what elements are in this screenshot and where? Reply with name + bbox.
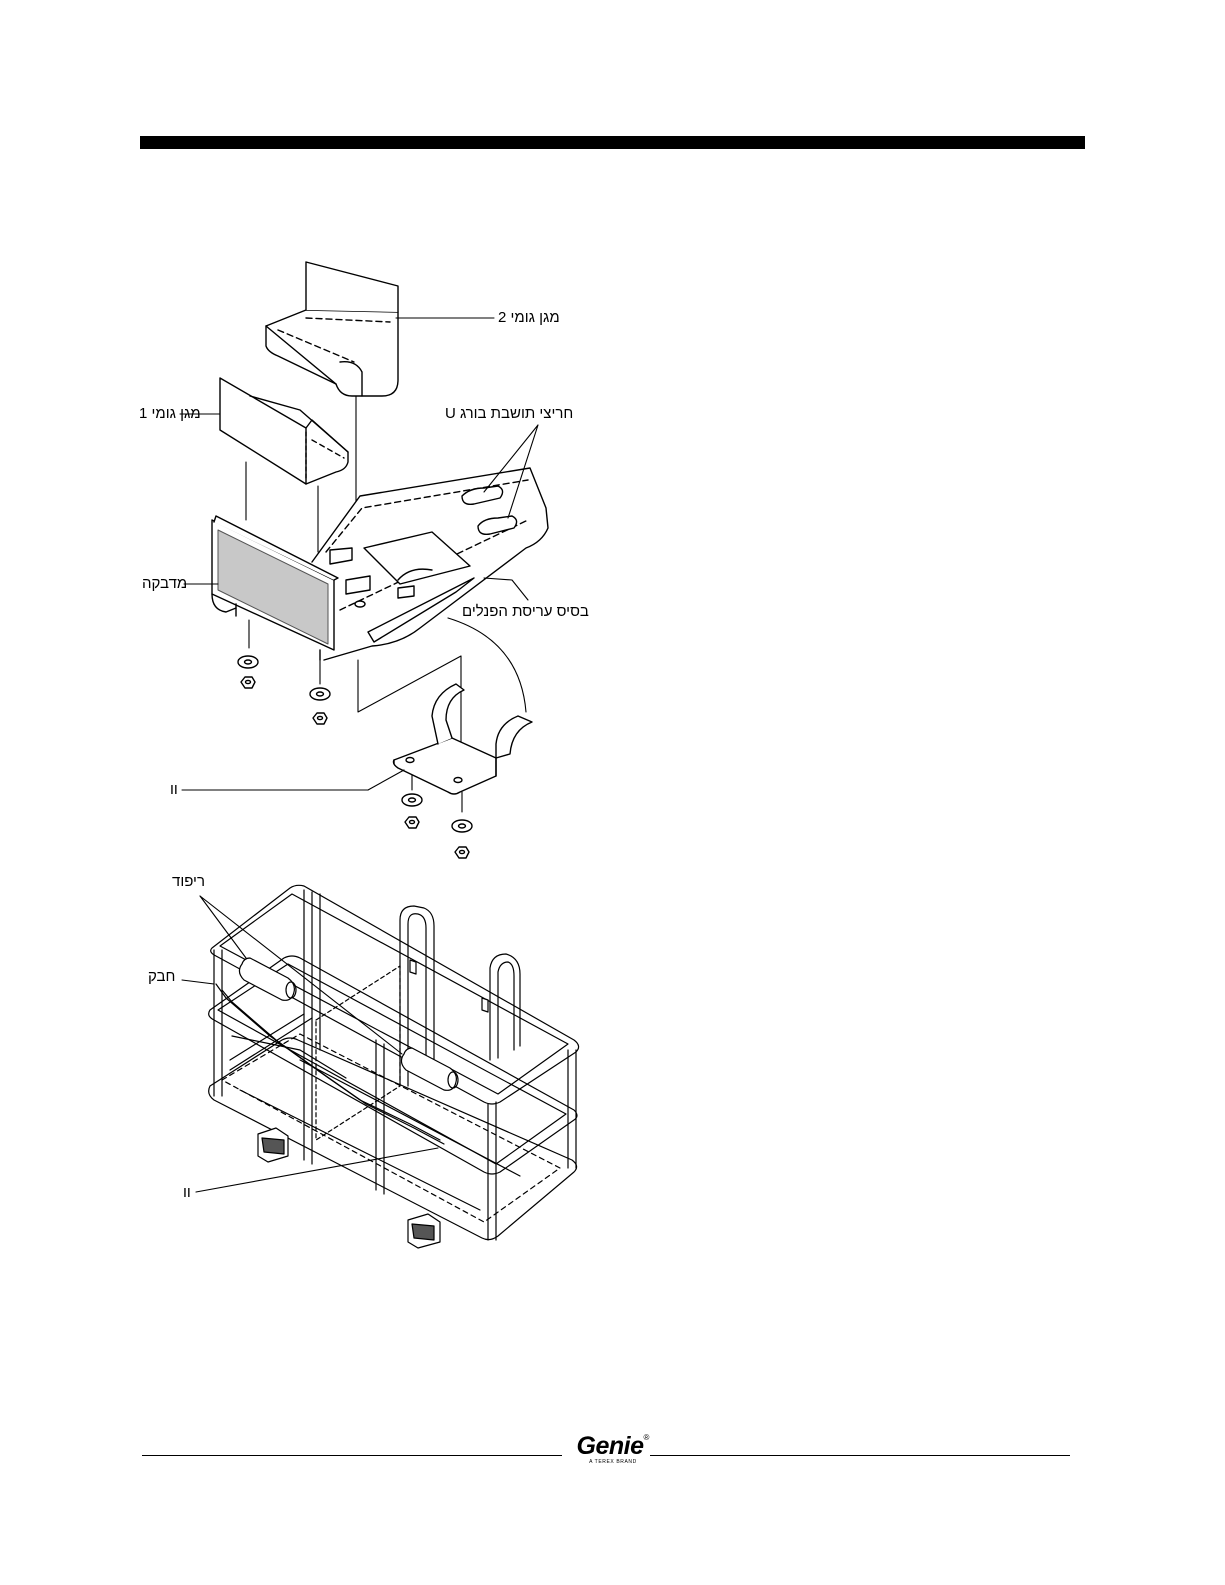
- rubber-guard-1-part: [220, 378, 348, 484]
- genie-logo: Genie® A TEREX BRAND: [568, 1433, 658, 1465]
- label-strap: חבק: [148, 968, 175, 986]
- label-panel-cradle-base: בסיס עריסת הפנלים: [462, 603, 589, 621]
- platform-basket-illustration: [209, 885, 579, 1248]
- label-padding: ריפוד: [172, 873, 205, 891]
- clamp-part: [394, 684, 533, 794]
- logo-registered: ®: [644, 1433, 650, 1442]
- rubber-guard-2-part: [266, 262, 398, 396]
- label-u-bolt-slots: חריצי תושבת בורג U: [445, 405, 573, 423]
- panel-cradle-base-part: [312, 468, 548, 660]
- logo-brand: Genie: [577, 1432, 644, 1460]
- washers-nuts-left: [238, 656, 330, 724]
- footer-rule-right: [650, 1455, 1070, 1456]
- label-clamp: וו: [170, 781, 178, 799]
- decal-part: [212, 516, 338, 660]
- label-rubber-guard-1: מגן גומי 1: [139, 405, 201, 423]
- label-decal: מדבקה: [142, 575, 187, 593]
- label-strap-clamp: וו: [183, 1184, 191, 1202]
- label-rubber-guard-2: מגן גומי 2: [498, 309, 560, 327]
- footer-rule-left: [142, 1455, 562, 1456]
